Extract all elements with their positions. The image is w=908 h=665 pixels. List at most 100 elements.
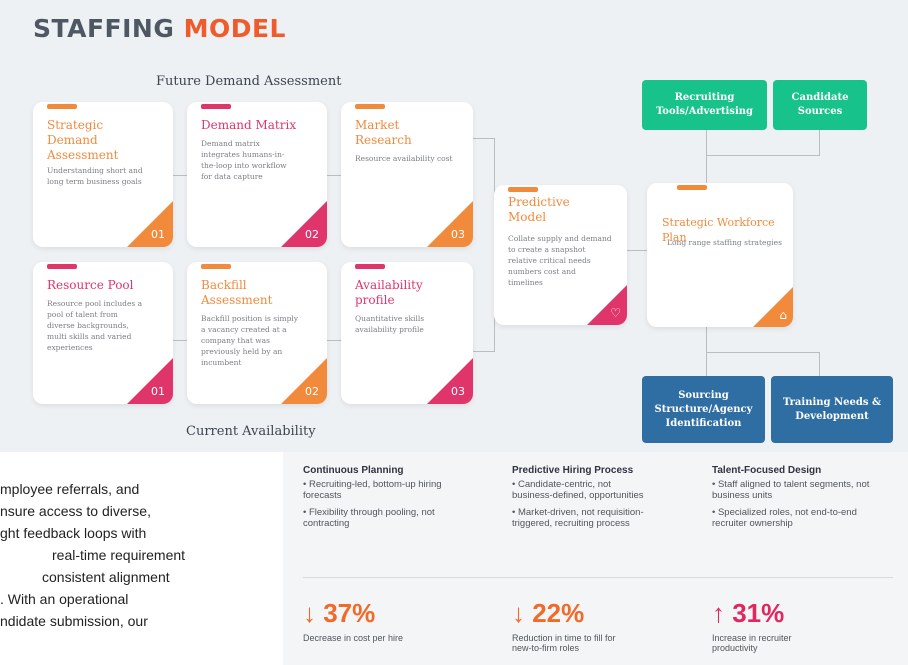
title-text: STAFFING [33, 14, 184, 43]
card-demand-matrix: Demand Matrix Demand matrix integrates h… [187, 102, 327, 247]
stat-description: Decrease in cost per hire [303, 633, 404, 643]
corner-triangle [753, 287, 793, 327]
card-accent-bar [201, 104, 231, 109]
current-availability-label: Current Availability [186, 424, 316, 439]
connector-line [627, 250, 647, 251]
card-number: 03 [451, 228, 465, 241]
card-accent-bar [355, 264, 385, 269]
bullet-item: • Specialized roles, not end-to-end recr… [712, 507, 857, 529]
card-description: Demand matrix integrates humans-in-the-l… [201, 139, 287, 181]
briefcase-icon: ⌂ [779, 308, 787, 322]
card-predictive-model: Predictive Model Collate supply and dema… [494, 185, 627, 325]
connector-line [706, 155, 819, 156]
bullet-text: Specialized roles, not end-to-end recrui… [712, 507, 857, 529]
card-description: Long range staffing strategies [667, 238, 782, 247]
card-description: Resource pool includes a pool of talent … [47, 299, 143, 352]
paragraph-fragment: mployee referrals, and nsure access to d… [0, 478, 260, 632]
bullet-item: • Recruiting-led, bottom-up hiring forec… [303, 479, 442, 501]
connector-line [172, 175, 188, 176]
card-description: Collate supply and demand to create a sn… [508, 234, 612, 287]
connector-bracket [472, 138, 495, 352]
future-demand-label: Future Demand Assessment [156, 74, 342, 89]
stat-recruiter-productivity: ↑ 31% [712, 598, 785, 628]
card-accent-bar [201, 264, 231, 269]
paragraph-line: . With an operational [0, 591, 129, 607]
paragraph-line: nsure access to diverse, [0, 503, 151, 519]
card-description: Resource availability cost [355, 154, 453, 163]
card-strategic-workforce-plan: Strategic Workforce Plan Long range staf… [647, 183, 793, 327]
corner-triangle [281, 201, 327, 247]
bullet-list: • Recruiting-led, bottom-up hiring forec… [303, 479, 453, 529]
card-title: Market Research [355, 118, 412, 147]
title-accent-text: MODEL [183, 14, 286, 43]
card-title: Strategic Demand Assessment [47, 118, 119, 162]
page-title: STAFFING MODEL [33, 14, 286, 43]
recruiting-tools-box: Recruiting Tools/Advertising [642, 80, 767, 130]
card-resource-pool: Resource Pool Resource pool includes a p… [33, 262, 173, 404]
corner-triangle [587, 285, 627, 325]
card-backfill-assessment: Backfill Assessment Backfill position is… [187, 262, 327, 404]
paragraph-line: ndidate submission, our [0, 613, 148, 629]
corner-triangle [281, 358, 327, 404]
bullet-text: Candidate-centric, not business-defined,… [512, 479, 644, 501]
connector-line [819, 128, 820, 156]
connector-line [819, 352, 820, 377]
card-availability-profile: Availability profile Quantitative skills… [341, 262, 473, 404]
card-number: 03 [451, 385, 465, 398]
card-accent-bar [47, 104, 77, 109]
connector-line [706, 352, 819, 353]
card-title: Backfill Assessment [201, 278, 273, 307]
card-strategic-demand: Strategic Demand Assessment Understandin… [33, 102, 173, 247]
card-title: Resource Pool [47, 278, 134, 292]
paragraph-line: mployee referrals, and [0, 481, 140, 497]
card-description: Backfill position is simply a vacancy cr… [201, 314, 299, 367]
card-number: 01 [151, 228, 165, 241]
sourcing-structure-box: Sourcing Structure/Agency Identification [642, 376, 765, 443]
card-market-research: Market Research Resource availability co… [341, 102, 473, 247]
card-accent-bar [355, 104, 385, 109]
paragraph-line: consistent alignment [42, 569, 170, 585]
stat-description: Reduction in time to fill for new-to-fir… [512, 633, 616, 653]
connector-line [326, 340, 342, 341]
paragraph-line: real-time requirement [52, 547, 186, 563]
training-needs-box: Training Needs & Development [771, 376, 893, 443]
corner-triangle [127, 201, 173, 247]
card-description: Understanding short and long term busine… [47, 166, 143, 186]
paragraph-line: ght feedback loops with [0, 525, 147, 541]
stat-cost-per-hire: ↓ 37% [303, 598, 376, 628]
card-title: Predictive Model [508, 195, 570, 224]
column-heading: Continuous Planning [303, 465, 404, 476]
bullet-text: Flexibility through pooling, not contrac… [303, 507, 435, 529]
staffing-model-panel: STAFFING MODEL Future Demand Assessment … [0, 0, 908, 452]
bullet-list: • Candidate-centric, not business-define… [512, 479, 652, 529]
bullet-text: Market-driven, not requisition-triggered… [512, 507, 644, 529]
connector-line [172, 340, 188, 341]
card-accent-bar [677, 185, 707, 190]
bullet-item: • Candidate-centric, not business-define… [512, 479, 644, 501]
card-number: 01 [151, 385, 165, 398]
bullet-item: • Market-driven, not requisition-trigger… [512, 507, 644, 529]
bullet-list: • Staff aligned to talent segments, not … [712, 479, 872, 529]
column-heading: Talent-Focused Design [712, 465, 822, 476]
corner-triangle [427, 201, 473, 247]
column-heading: Predictive Hiring Process [512, 465, 634, 476]
card-title: Demand Matrix [201, 118, 297, 132]
card-number: 02 [305, 385, 319, 398]
divider [303, 577, 893, 578]
candidate-sources-box: Candidate Sources [773, 80, 867, 130]
card-number: 02 [305, 228, 319, 241]
card-accent-bar [508, 187, 538, 192]
bullet-item: • Flexibility through pooling, not contr… [303, 507, 435, 529]
stat-description: Increase in recruiter productivity [712, 633, 792, 653]
bullet-text: Staff aligned to talent segments, not bu… [712, 479, 870, 501]
bullet-text: Recruiting-led, bottom-up hiring forecas… [303, 479, 442, 501]
corner-triangle [427, 358, 473, 404]
stat-time-to-fill: ↓ 22% [512, 598, 585, 628]
bullet-item: • Staff aligned to talent segments, not … [712, 479, 870, 501]
card-title: Availability profile [355, 278, 423, 307]
card-description: Quantitative skills availability profile [355, 314, 425, 334]
outcomes-panel [283, 452, 908, 665]
hand-icon: ♡ [610, 306, 621, 320]
corner-triangle [127, 358, 173, 404]
card-accent-bar [47, 264, 77, 269]
